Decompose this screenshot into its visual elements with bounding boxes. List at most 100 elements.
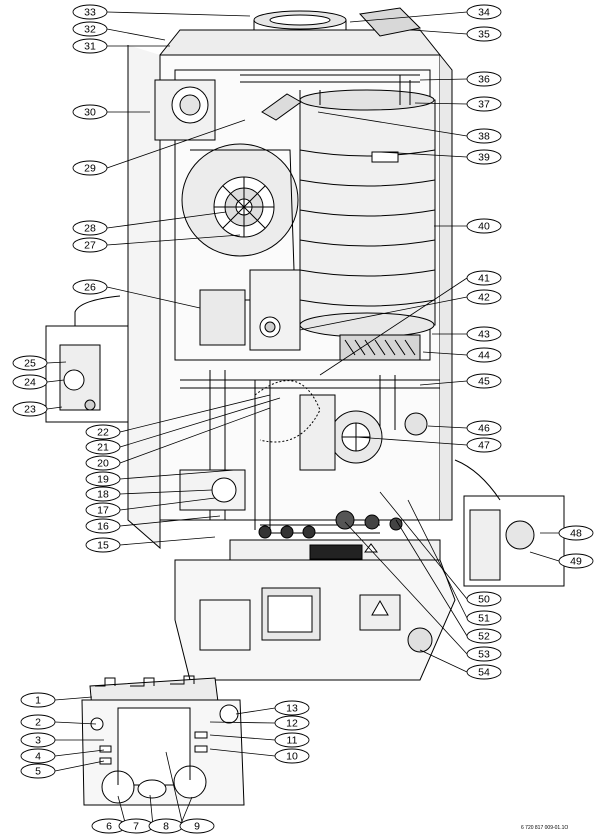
callout-bubble	[72, 237, 108, 253]
callout-number: 29	[84, 163, 96, 175]
callout-number: 50	[478, 594, 490, 606]
callout-number: 43	[478, 329, 490, 341]
callout-bubble	[466, 218, 502, 234]
leader-line-33	[106, 11, 251, 17]
callout-bubble	[466, 149, 502, 165]
callout-number: 28	[84, 223, 96, 235]
callout-bubble	[466, 71, 502, 87]
callout-number: 21	[97, 442, 109, 454]
callout-24: 24	[12, 374, 48, 390]
callout-number: 8	[163, 821, 169, 833]
callout-16: 16	[85, 518, 121, 534]
leader-line-1	[54, 696, 93, 701]
leader-line-52	[395, 519, 468, 637]
callout-bubble	[20, 692, 56, 708]
callout-bubble	[274, 748, 310, 764]
leader-line-29	[106, 119, 246, 169]
callout-42: 42	[466, 289, 502, 305]
callout-52: 52	[466, 628, 502, 644]
callout-number: 7	[133, 821, 139, 833]
callout-11: 11	[274, 732, 310, 748]
callout-18: 18	[85, 486, 121, 502]
leader-line-2	[54, 721, 97, 725]
callout-bubble	[466, 4, 502, 20]
callout-39: 39	[466, 149, 502, 165]
leader-line-16	[119, 515, 221, 527]
callout-number: 30	[84, 107, 96, 119]
callout-33: 33	[72, 4, 108, 20]
leader-line-9	[179, 796, 193, 827]
callout-bubble	[85, 471, 121, 487]
callout-19: 19	[85, 471, 121, 487]
callout-bubble	[466, 420, 502, 436]
callout-bubble	[274, 715, 310, 731]
leader-line-25	[46, 361, 67, 364]
callout-bubble	[466, 26, 502, 42]
callout-number: 18	[97, 489, 109, 501]
leader-line-36	[419, 78, 468, 81]
leader-line-44	[422, 351, 468, 356]
callout-35: 35	[466, 26, 502, 42]
callout-number: 3	[35, 735, 41, 747]
callout-number: 1	[35, 695, 41, 707]
callout-number: 2	[35, 717, 41, 729]
callout-number: 40	[478, 221, 490, 233]
callout-26: 26	[72, 279, 108, 295]
callout-number: 13	[286, 703, 298, 715]
callout-41: 41	[466, 270, 502, 286]
leader-line-5	[54, 760, 105, 772]
leader-line-38	[317, 111, 468, 137]
callout-bubble	[466, 326, 502, 342]
callout-bubble	[466, 373, 502, 389]
callout-bubble	[72, 104, 108, 120]
leader-line-4	[54, 749, 105, 757]
callout-leader-lines	[46, 11, 560, 827]
callout-number: 15	[97, 540, 109, 552]
callout-bubble	[85, 424, 121, 440]
leader-line-35	[411, 29, 468, 35]
leader-line-8	[165, 751, 184, 827]
callout-number: 38	[478, 131, 490, 143]
callout-27: 27	[72, 237, 108, 253]
callout-20: 20	[85, 455, 121, 471]
leader-line-21	[119, 397, 281, 448]
callout-bubble	[558, 553, 594, 569]
callout-number: 4	[35, 751, 41, 763]
callout-12: 12	[274, 715, 310, 731]
callout-36: 36	[466, 71, 502, 87]
boiler-illustration	[45, 7, 565, 806]
callout-bubble	[466, 664, 502, 680]
leader-line-18	[119, 489, 213, 495]
callout-number: 36	[478, 74, 490, 86]
leader-line-7	[149, 794, 154, 827]
leader-line-11	[209, 734, 276, 741]
leader-line-15	[119, 536, 216, 546]
callout-bubble	[558, 525, 594, 541]
callout-bubble	[466, 270, 502, 286]
callout-number: 49	[570, 556, 582, 568]
callout-number: 19	[97, 474, 109, 486]
callout-number: 25	[24, 358, 36, 370]
callout-bubble	[72, 220, 108, 236]
callout-number: 32	[84, 24, 96, 36]
callout-number: 33	[84, 7, 96, 19]
callout-37: 37	[466, 96, 502, 112]
leader-line-26	[106, 286, 201, 309]
callout-53: 53	[466, 646, 502, 662]
callout-bubble	[72, 38, 108, 54]
leader-line-24	[46, 379, 65, 383]
leader-line-27	[106, 234, 241, 246]
callout-bubble	[12, 355, 48, 371]
callout-51: 51	[466, 610, 502, 626]
callout-5: 5	[20, 763, 56, 779]
callout-8: 8	[148, 818, 184, 834]
callout-50: 50	[466, 591, 502, 607]
leader-line-49	[529, 551, 560, 562]
callout-bubble	[20, 714, 56, 730]
callout-45: 45	[466, 373, 502, 389]
callout-22: 22	[85, 424, 121, 440]
callout-bubble	[85, 439, 121, 455]
callout-30: 30	[72, 104, 108, 120]
callout-bubble	[85, 455, 121, 471]
